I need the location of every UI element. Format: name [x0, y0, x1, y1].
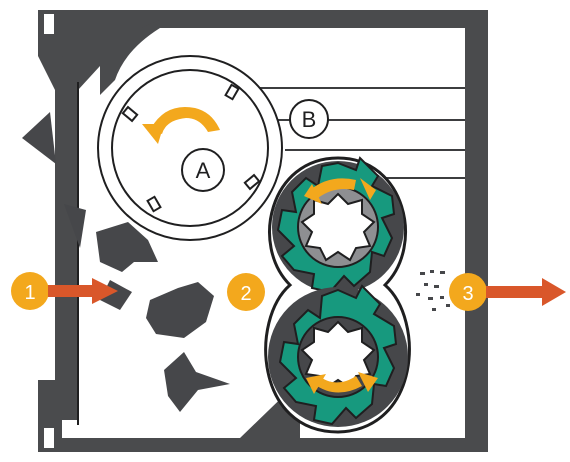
output-particles [416, 270, 450, 311]
label-a: A [196, 158, 211, 183]
lower-gear [268, 286, 408, 427]
label-b: B [302, 107, 317, 132]
step-2-badge: 2 [227, 273, 265, 311]
step-3-arrow: 3 [449, 273, 566, 311]
label-b-badge: B [290, 100, 328, 138]
step-2-label: 2 [240, 283, 251, 305]
step-3-label: 3 [462, 283, 473, 305]
arrow-right-icon [542, 278, 566, 306]
drum-a: A [98, 56, 282, 240]
step-1-label: 1 [24, 282, 35, 304]
